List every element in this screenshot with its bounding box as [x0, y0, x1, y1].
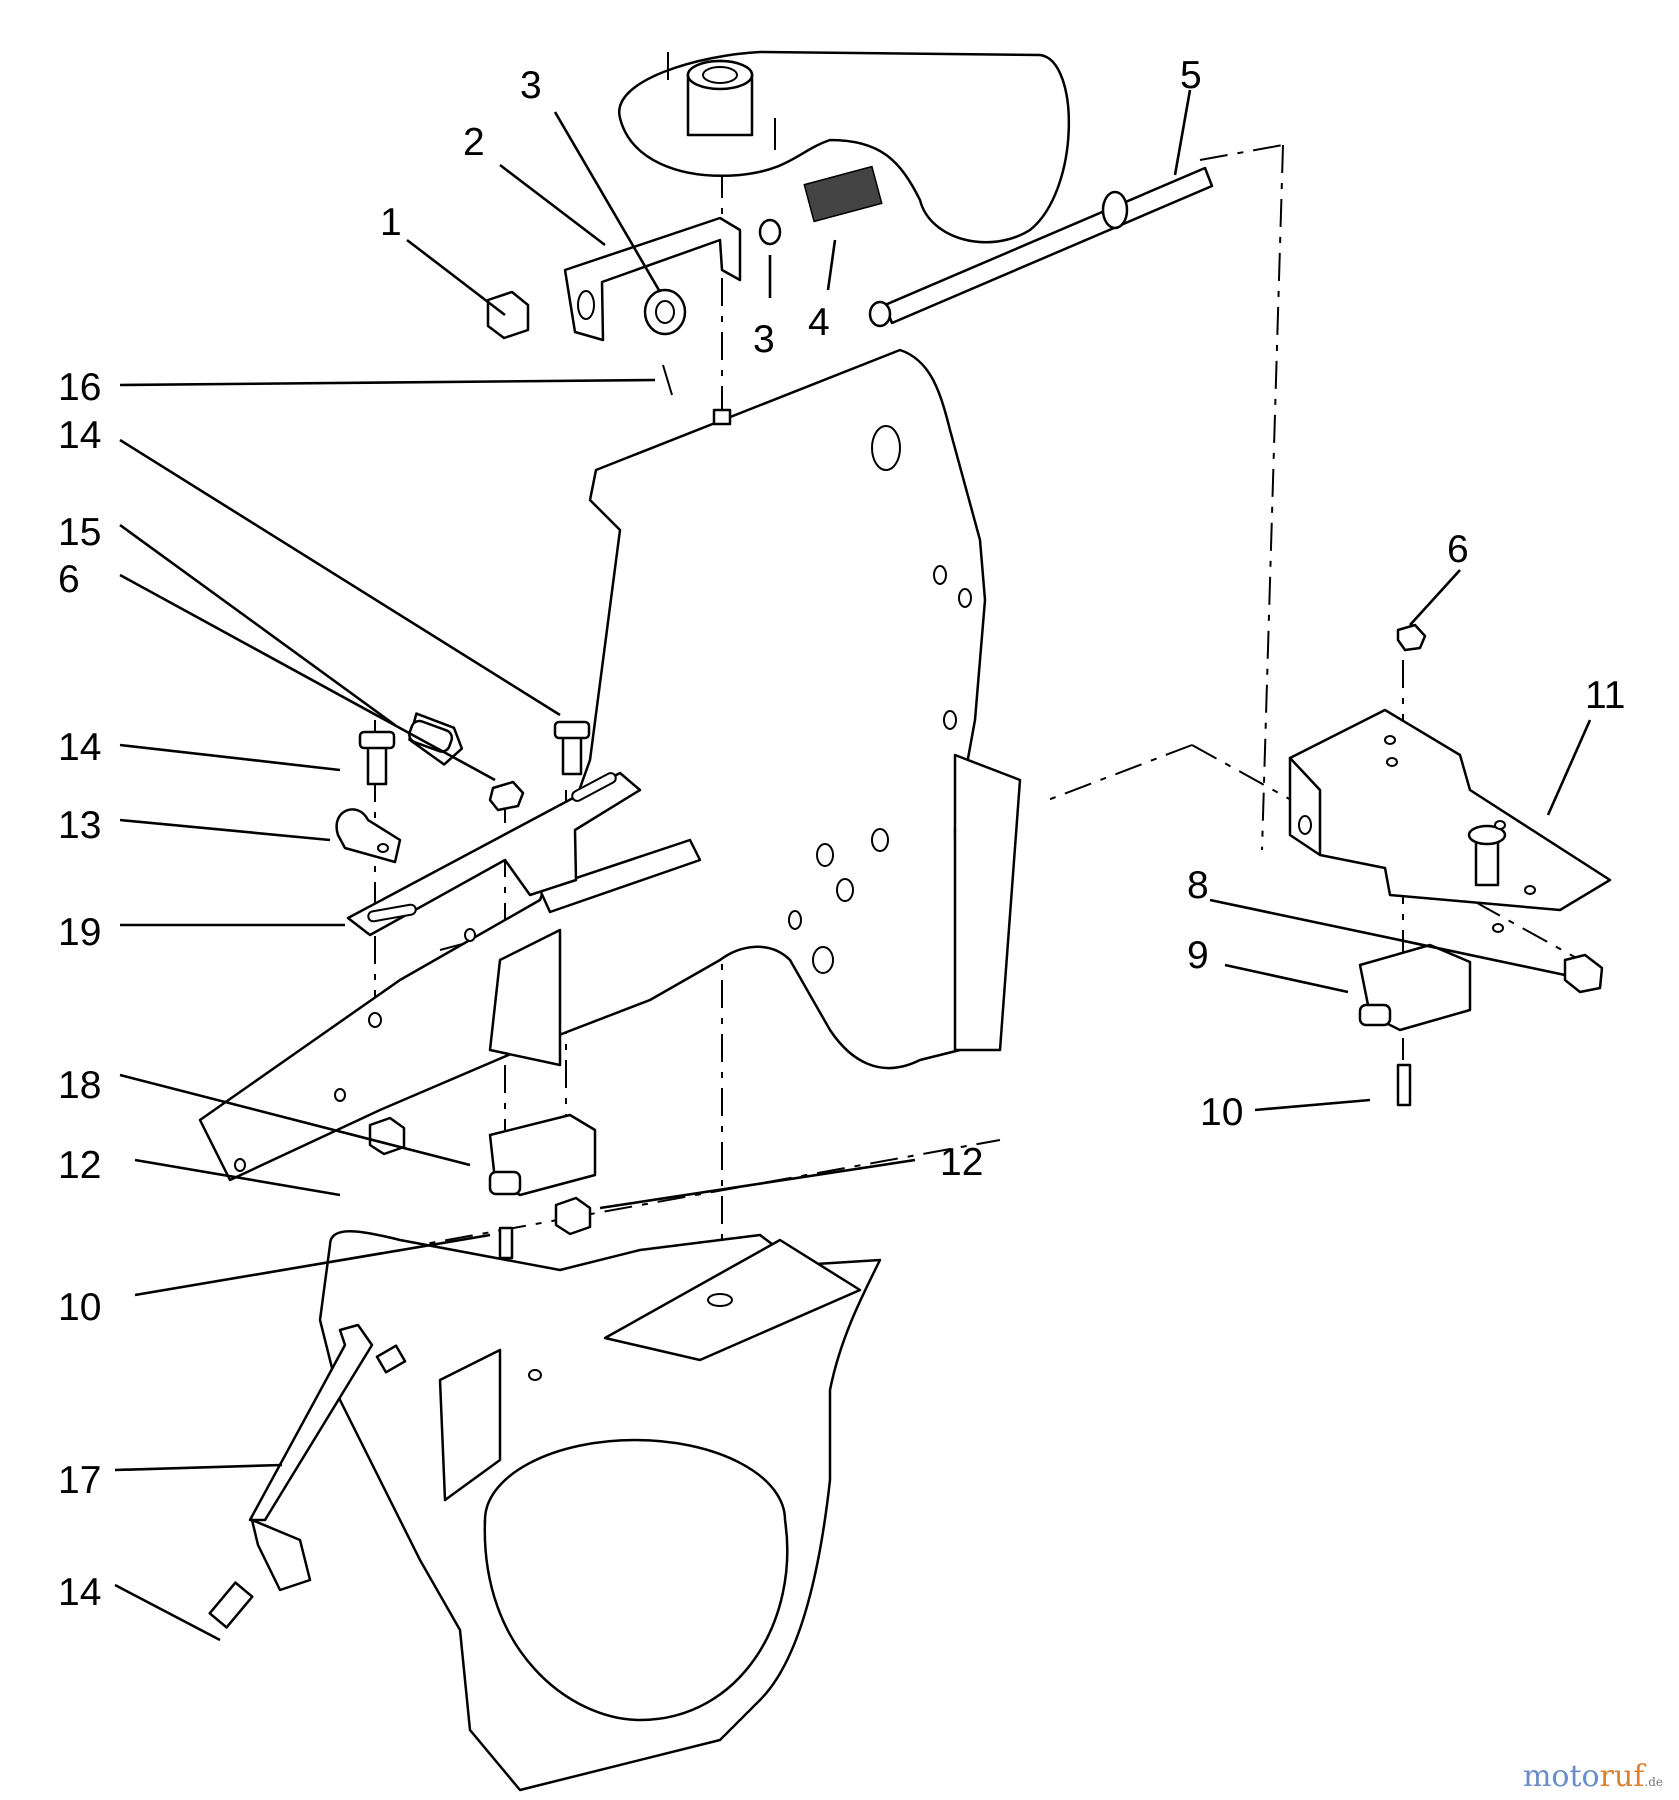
deflector-arm [208, 1323, 407, 1629]
nut-8 [1563, 953, 1604, 994]
callout-1: 1 [380, 201, 402, 244]
callout-10: 10 [58, 1286, 101, 1329]
callout-6: 6 [58, 558, 80, 601]
callout-12: 12 [58, 1144, 101, 1187]
nut-1 [486, 290, 530, 340]
callout-13: 13 [58, 804, 101, 847]
callout-3: 3 [520, 64, 542, 107]
watermark-part1: moto [1522, 1759, 1600, 1794]
switch-right [1358, 943, 1472, 1107]
callout-16: 16 [58, 366, 101, 409]
callout-8: 8 [1187, 864, 1209, 907]
callout-17: 17 [58, 1459, 101, 1502]
callout-19: 19 [58, 911, 101, 954]
washer-small [758, 218, 782, 246]
callout-11: 11 [1585, 674, 1626, 717]
clamp [335, 808, 402, 864]
leader-lines [114, 89, 1592, 1642]
watermark-suffix: .de [1644, 1775, 1663, 1789]
watermark-logo: motoruf.de [1523, 1759, 1663, 1794]
callout-9: 9 [1187, 934, 1209, 977]
callout-2: 2 [463, 121, 485, 164]
callout-12: 12 [940, 1141, 983, 1184]
shaft [868, 166, 1214, 328]
callout-3: 3 [753, 318, 775, 361]
cotter-pin [662, 364, 673, 396]
callout-labels: 1 2 3 3 4 5 16 14 15 6 14 13 19 18 12 12… [58, 54, 1626, 1614]
main-frame [198, 348, 1022, 1182]
lever-plate [618, 50, 1070, 244]
lower-housing [318, 1230, 882, 1792]
callout-14: 14 [58, 1571, 101, 1614]
bracket [563, 216, 742, 342]
right-bracket-assembly [1288, 623, 1612, 933]
spring [803, 165, 883, 223]
hardware-center [358, 712, 591, 812]
callout-15: 15 [58, 511, 101, 554]
callout-5: 5 [1180, 54, 1202, 97]
slotted-bracket [346, 771, 642, 937]
watermark-part2: ruf [1599, 1759, 1645, 1794]
callout-14: 14 [58, 414, 101, 457]
switch-center [368, 1113, 597, 1260]
callout-18: 18 [58, 1064, 101, 1107]
callout-6: 6 [1447, 528, 1469, 571]
callout-10: 10 [1200, 1091, 1243, 1134]
callout-4: 4 [808, 301, 830, 344]
callout-14: 14 [58, 726, 101, 769]
